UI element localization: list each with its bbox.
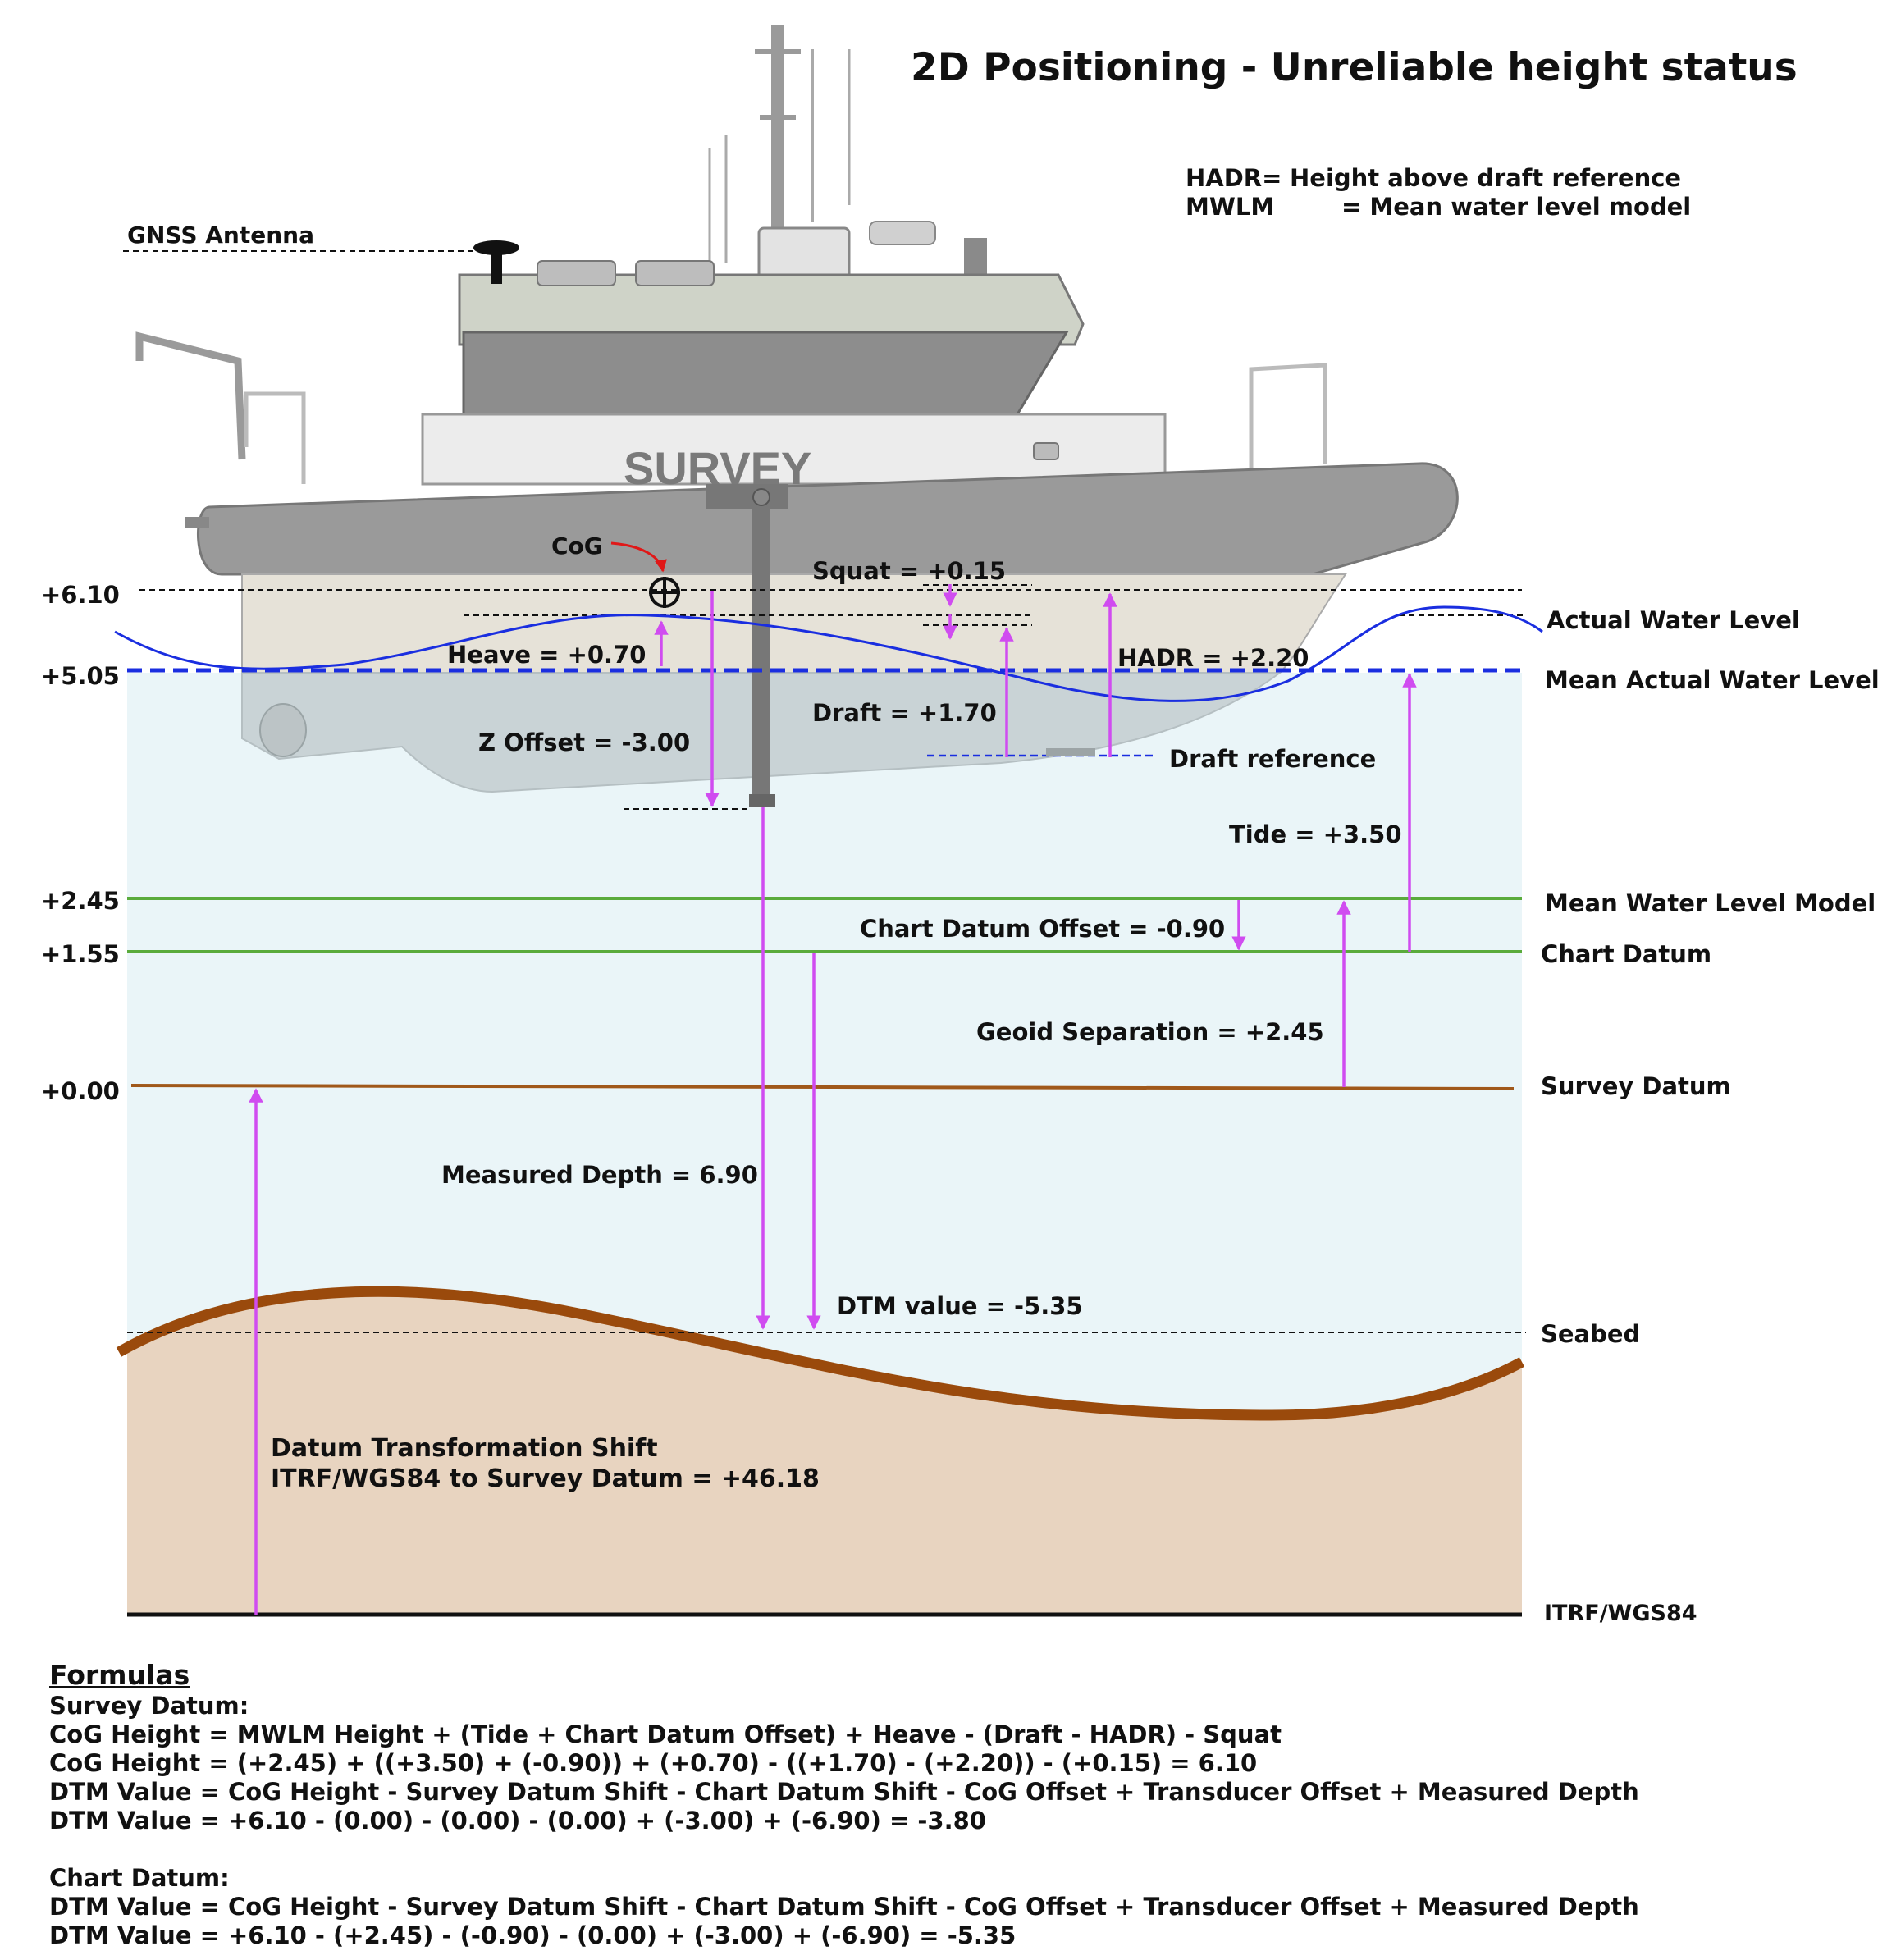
legend-hadr-abbr: HADR= bbox=[1186, 164, 1282, 192]
water-wave bbox=[114, 605, 1543, 702]
seabed-line bbox=[116, 1286, 1525, 1421]
level-name-survey: Survey Datum bbox=[1541, 1072, 1731, 1100]
shift-label-1: Datum Transformation Shift bbox=[271, 1434, 658, 1463]
z-offset-label: Z Offset = -3.00 bbox=[478, 729, 690, 756]
tide-label: Tide = +3.50 bbox=[1229, 820, 1402, 848]
formulas-block: Formulas Survey Datum: CoG Height = MWLM… bbox=[49, 1659, 1854, 1950]
survey-vessel: SURVEY bbox=[135, 25, 1459, 807]
draft-reference-label: Draft reference bbox=[1169, 745, 1376, 773]
formula-line: CoG Height = (+2.45) + ((+3.50) + (-0.90… bbox=[49, 1749, 1258, 1777]
level-value-actual: +6.10 bbox=[41, 581, 120, 609]
datum-diagram: SURVEY GNSS Antenna 2D Positioning - Unr… bbox=[41, 25, 1880, 1626]
level-name-mean-actual: Mean Actual Water Level bbox=[1545, 666, 1880, 694]
level-value-mean-actual: +5.05 bbox=[41, 662, 120, 690]
level-value-chart: +1.55 bbox=[41, 940, 120, 968]
formula-line: DTM Value = +6.10 - (+2.45) - (-0.90) - … bbox=[49, 1921, 1017, 1949]
level-name-chart: Chart Datum bbox=[1541, 940, 1711, 968]
draft-label: Draft = +1.70 bbox=[812, 699, 997, 727]
formula-line: DTM Value = +6.10 - (0.00) - (0.00) - (0… bbox=[49, 1807, 986, 1834]
dtm-label: DTM value = -5.35 bbox=[837, 1292, 1083, 1320]
transducer-pole bbox=[752, 492, 770, 802]
squat-label: Squat = +0.15 bbox=[812, 557, 1006, 585]
legend-mwlm-abbr: MWLM bbox=[1186, 193, 1274, 221]
formulas-heading: Formulas bbox=[49, 1659, 190, 1691]
measured-depth-label: Measured Depth = 6.90 bbox=[441, 1161, 758, 1189]
cog-label: CoG bbox=[551, 532, 603, 560]
shift-label-2: ITRF/WGS84 to Survey Datum = +46.18 bbox=[271, 1464, 820, 1493]
heave-label: Heave = +0.70 bbox=[447, 641, 646, 669]
chart-datum-title: Chart Datum: bbox=[49, 1864, 230, 1892]
survey-datum-title: Survey Datum: bbox=[49, 1692, 249, 1720]
formula-line: DTM Value = CoG Height - Survey Datum Sh… bbox=[49, 1893, 1639, 1921]
legend-hadr-meaning: Height above draft reference bbox=[1290, 164, 1681, 192]
level-name-itrf: ITRF/WGS84 bbox=[1544, 1601, 1697, 1626]
level-value-survey: +0.00 bbox=[41, 1077, 120, 1105]
gnss-label: GNSS Antenna bbox=[127, 222, 314, 249]
survey-datum-line bbox=[130, 1084, 1515, 1090]
gnss-antenna-icon bbox=[473, 240, 519, 255]
legend-mwlm-meaning: = Mean water level model bbox=[1341, 193, 1691, 221]
hadr-label: HADR = +2.20 bbox=[1117, 644, 1309, 672]
level-name-mwlm: Mean Water Level Model bbox=[1545, 889, 1876, 917]
level-name-actual: Actual Water Level bbox=[1547, 606, 1800, 634]
formula-line: CoG Height = MWLM Height + (Tide + Chart… bbox=[49, 1720, 1282, 1748]
measurement-arrows bbox=[249, 584, 1417, 1615]
seabed-fill bbox=[127, 1291, 1522, 1615]
formula-line: DTM Value = CoG Height - Survey Datum Sh… bbox=[49, 1778, 1639, 1806]
level-name-seabed: Seabed bbox=[1541, 1320, 1640, 1348]
geoid-label: Geoid Separation = +2.45 bbox=[976, 1018, 1324, 1046]
level-value-mwlm: +2.45 bbox=[41, 887, 120, 915]
page-title: 2D Positioning - Unreliable height statu… bbox=[911, 45, 1798, 90]
chart-offset-label: Chart Datum Offset = -0.90 bbox=[860, 915, 1225, 943]
